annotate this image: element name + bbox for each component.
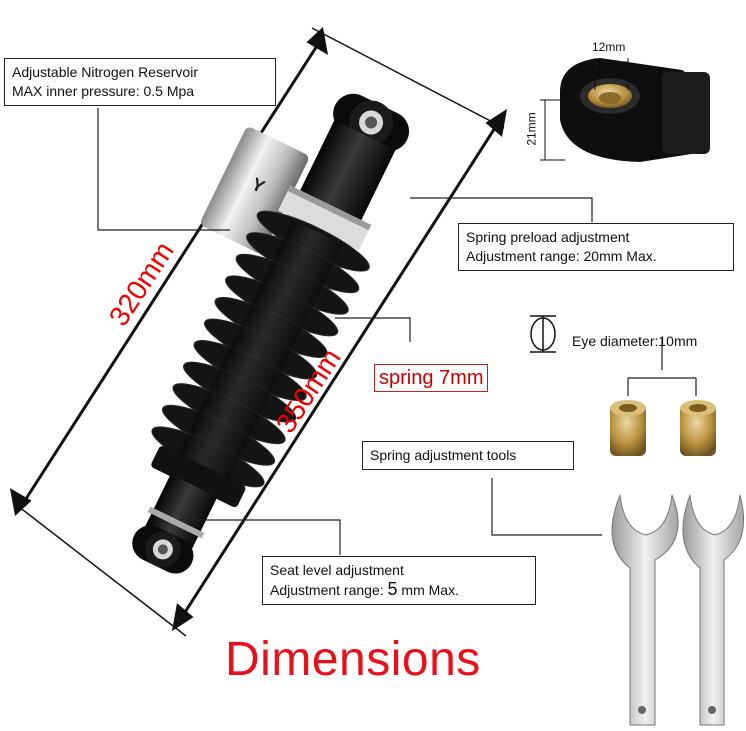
shock-absorber: Y <box>132 93 410 574</box>
eye-diameter-label: Eye diameter:10mm <box>572 333 698 349</box>
tools-label: Spring adjustment tools <box>370 447 517 463</box>
reservoir-label-line2: MAX inner pressure: 0.5 Mpa <box>12 83 195 99</box>
dimension-12mm: 12mm <box>592 40 626 54</box>
reservoir-label-line1: Adjustable Nitrogen Reservoir <box>12 64 198 80</box>
leader-lines <box>97 108 697 555</box>
eye-ring-detail <box>540 58 710 162</box>
page-title: Dimensions <box>225 633 481 686</box>
seat-label-prefix: Adjustment range: <box>270 582 388 598</box>
eye-diameter-icon <box>530 315 556 353</box>
seat-label-value: 5 <box>387 579 398 599</box>
seat-label-line1: Seat level adjustment <box>270 562 404 578</box>
reservoir-label-box: Adjustable Nitrogen Reservoir MAX inner … <box>4 58 276 106</box>
preload-label-line1: Spring preload adjustment <box>466 229 630 245</box>
seat-label-line2: Adjustment range: 5 mm Max. <box>270 580 528 600</box>
preload-label-line2: Adjustment range: 20mm Max. <box>466 248 657 264</box>
spanner-wrenches <box>611 494 745 726</box>
bushings <box>610 400 716 456</box>
seat-label-suffix: mm Max. <box>397 582 459 598</box>
spring-label: spring 7mm <box>374 364 489 392</box>
dimension-lines <box>9 27 508 637</box>
tools-label-box: Spring adjustment tools <box>362 441 574 470</box>
preload-label-box: Spring preload adjustment Adjustment ran… <box>458 223 734 271</box>
seat-label-box: Seat level adjustment Adjustment range: … <box>262 556 536 605</box>
dimension-21mm: 21mm <box>524 112 539 146</box>
